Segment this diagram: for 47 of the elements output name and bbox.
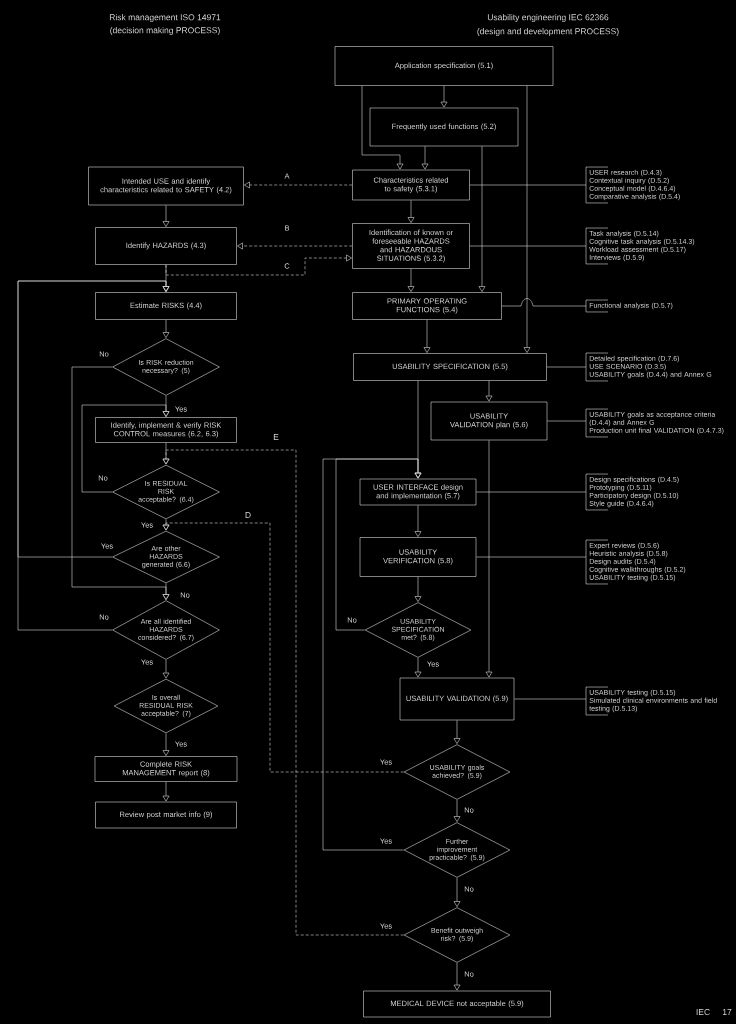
arrow [453,720,461,744]
arrow [453,962,461,991]
arrow [361,85,404,170]
connector-line [469,245,587,247]
figure-code: IEC [696,1009,710,1015]
arrow [162,583,170,600]
connector-line [547,420,587,422]
connector-line [469,184,587,186]
arrow [17,280,170,631]
arrow [453,799,461,822]
line-letter: E [273,434,279,440]
column-heading: Usability engineering IEC 62366 [487,14,609,22]
arrow [440,85,448,108]
arrow [244,181,353,189]
connector-line [476,556,587,558]
arrow [237,242,353,250]
arrow [162,659,170,679]
arrow [407,268,415,292]
arrow [81,404,170,493]
figure-code: 17 [722,1009,732,1015]
arrow [421,146,429,170]
arrow [162,522,404,773]
arrow [423,319,431,353]
arrow [162,781,170,802]
arrow [478,146,486,292]
arrow [162,733,170,756]
arrow [485,380,493,402]
column-heading: (design and development PROCESS) [477,28,619,36]
arrow [523,85,531,353]
arrow [414,576,422,602]
column-heading: (decision making PROCESS) [110,27,220,35]
arrow [165,254,352,276]
arrow [485,440,493,678]
connector-line [476,491,587,493]
column-heading: Risk management ISO 14971 [109,14,221,22]
arrow [162,205,170,227]
arrow [414,505,422,537]
arrow [414,657,422,678]
connector-line [546,366,587,368]
connector-line [514,698,587,700]
arrow [407,200,415,223]
connector-line [501,298,587,307]
arrow [162,319,170,338]
arrow [453,877,461,907]
line-letter: D [245,512,251,518]
arrow [322,458,422,851]
arrow [162,449,404,936]
